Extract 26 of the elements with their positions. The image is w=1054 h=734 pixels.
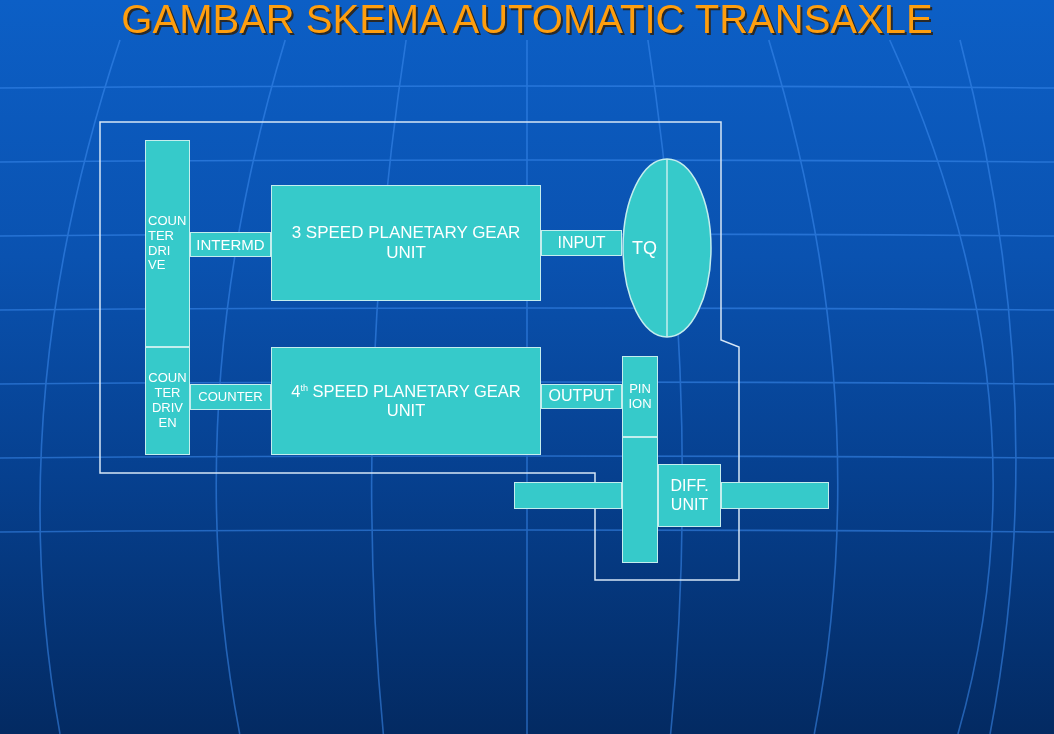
box-label: INPUT (557, 233, 606, 253)
box-label: INTERMD (196, 235, 265, 254)
shaft-bar (541, 384, 622, 409)
pinion-gear (622, 356, 658, 437)
box-label: OUTPUT (548, 387, 615, 406)
gear-unit-box (271, 347, 541, 455)
axle-shaft (721, 482, 829, 509)
gear-unit-box (271, 185, 541, 301)
counter-driven-gear (145, 347, 190, 455)
differential-box (658, 464, 721, 527)
slide-title: GAMBAR SKEMA AUTOMATIC TRANSAXLE (121, 0, 933, 42)
box-label: 4$^{th}$ SPEED PLANETARY GEAR UNIT (290, 382, 522, 420)
box-label: DIFF. UNIT (670, 477, 709, 514)
ring-gear-bar (622, 437, 658, 563)
shaft-bar (190, 232, 271, 257)
box-label: COUN TER DRIV EN (148, 371, 187, 431)
counter-drive-gear (145, 140, 190, 347)
box-label: COUNTER (198, 389, 263, 405)
box-label: 3 SPEED PLANETARY GEAR UNIT (290, 223, 522, 263)
box-label: PIN ION (628, 381, 652, 412)
box-label: COUN TER DRI VE (148, 213, 187, 274)
torque-converter (622, 158, 712, 338)
shaft-bar (190, 384, 271, 410)
shaft-bar (541, 230, 622, 256)
axle-shaft (514, 482, 622, 509)
box-label: TQ (632, 237, 657, 259)
